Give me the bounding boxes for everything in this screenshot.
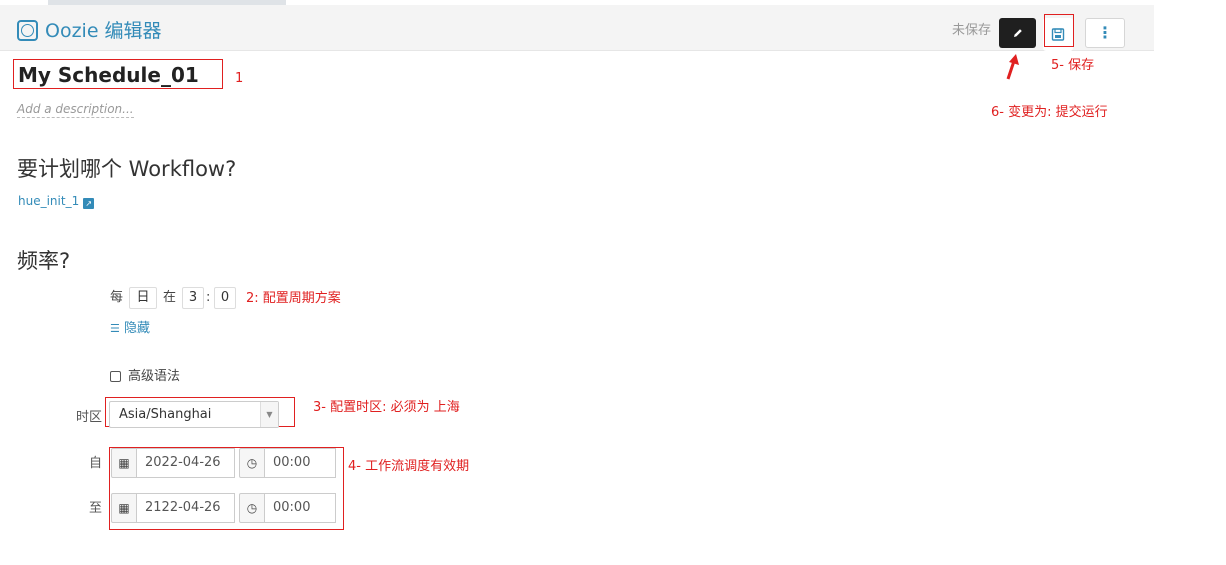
calendar-icon[interactable]: ▦ (111, 493, 137, 523)
pencil-icon (1013, 29, 1022, 37)
start-date-input[interactable]: 2022-04-26 (137, 448, 235, 478)
calendar-icon[interactable]: ▦ (111, 448, 137, 478)
external-link-icon: ↗ (83, 198, 95, 209)
annotation-box-range (109, 447, 344, 530)
minute-input[interactable]: 0 (214, 287, 236, 309)
vertical-dots-icon: ⋮ (1097, 23, 1113, 42)
floppy-disk-icon (1051, 28, 1065, 41)
oozie-logo-icon (17, 20, 38, 41)
from-label: 自 (88, 456, 102, 471)
end-date-input[interactable]: 2122-04-26 (137, 493, 235, 523)
logo-ring (21, 24, 34, 37)
at-label: 在 (163, 290, 177, 305)
app-title: Oozie 编辑器 (45, 20, 162, 42)
annotation-2: 2: 配置周期方案 (246, 291, 341, 306)
hour-input[interactable]: 3 (182, 287, 204, 309)
annotation-4: 4- 工作流调度有效期 (348, 459, 470, 474)
end-time-input[interactable]: 00:00 (265, 493, 336, 523)
time-separator: : (206, 290, 211, 305)
timezone-select[interactable]: Asia/Shanghai ▼ (109, 401, 279, 428)
clock-icon[interactable]: ◷ (239, 493, 265, 523)
annotation-arrow-icon (1006, 54, 1019, 80)
timezone-label: 时区 (75, 410, 102, 425)
save-button[interactable] (1043, 18, 1073, 51)
workflow-link[interactable]: hue_init_1↗ (18, 193, 95, 209)
annotation-3: 3- 配置时区: 必须为 上海 (313, 400, 460, 415)
annotation-5: 5- 保存 (1051, 58, 1095, 73)
edit-button[interactable] (999, 18, 1036, 48)
sliders-icon: ☰ (110, 322, 120, 335)
clock-icon[interactable]: ◷ (239, 448, 265, 478)
more-actions-button[interactable]: ⋮ (1085, 18, 1125, 48)
editor-header: Oozie 编辑器 未保存 ⋮ (0, 5, 1154, 51)
annotation-box-name (13, 59, 223, 89)
description-field[interactable]: Add a description... (17, 102, 134, 118)
hide-toggle-link[interactable]: ☰ 隐藏 (110, 320, 150, 338)
timezone-value: Asia/Shanghai (119, 407, 212, 422)
workflow-link-label: hue_init_1 (18, 194, 80, 208)
frequency-unit-select[interactable]: 日 (129, 287, 157, 309)
start-time-input[interactable]: 00:00 (265, 448, 336, 478)
annotation-1: 1 (235, 71, 244, 86)
hide-label: 隐藏 (124, 321, 151, 336)
every-label: 每 (110, 290, 124, 305)
annotation-6: 6- 变更为: 提交运行 (991, 105, 1108, 120)
to-label: 至 (88, 501, 102, 516)
chevron-down-icon: ▼ (260, 402, 278, 427)
schedule-name[interactable]: My Schedule_01 (18, 63, 199, 87)
frequency-heading: 频率? (17, 249, 71, 273)
advanced-syntax-label: 高级语法 (128, 369, 181, 384)
annotation-box-save (1044, 14, 1074, 47)
advanced-syntax-checkbox[interactable] (110, 371, 121, 382)
save-status: 未保存 (952, 23, 992, 38)
workflow-heading: 要计划哪个 Workflow? (17, 157, 237, 181)
top-strip (48, 0, 286, 5)
